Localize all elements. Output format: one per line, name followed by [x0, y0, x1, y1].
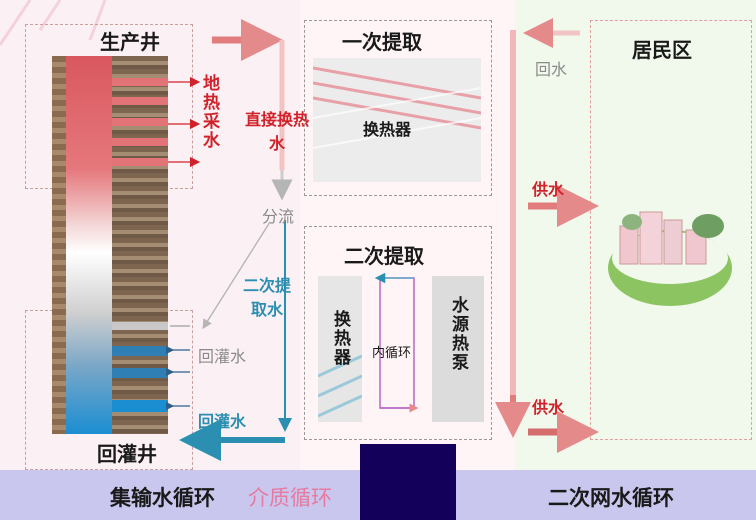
split-label: 分流	[262, 207, 295, 226]
reinjection-blue-label: 回灌水	[198, 412, 247, 431]
reinjection-well-title: 回灌井	[97, 442, 157, 466]
residential-box	[590, 20, 752, 440]
direct-exchange-label: 直接换热水	[242, 108, 312, 156]
gray-reinjection-arrow	[202, 221, 271, 330]
return-label: 回水	[535, 60, 568, 79]
secondary-extraction-box	[304, 226, 492, 440]
slot-blue-2	[112, 368, 168, 378]
banner-label-left: 集输水循环	[110, 486, 215, 510]
banner-label-right: 二次网水循环	[548, 486, 674, 510]
heat-pump-graphic	[432, 276, 484, 422]
rock-strata-left	[52, 56, 66, 434]
slot-blue-3	[112, 400, 168, 412]
supply-label-bottom: 供水	[532, 398, 565, 417]
banner-label-mid: 介质循环	[248, 486, 332, 510]
reinjection-gray-label: 回灌水	[198, 347, 247, 366]
heat-pump-label: 水源热泵	[448, 296, 468, 372]
primary-exchanger-label: 换热器	[363, 120, 412, 139]
slot-red-4	[112, 138, 168, 146]
banner-glitch-block	[360, 444, 456, 520]
secondary-exchanger-label: 换热器	[330, 310, 350, 367]
inner-loop-label: 内循环	[372, 346, 412, 361]
sample-label: 地热采水	[199, 74, 219, 150]
secondary-water-label: 二次提取水	[236, 274, 298, 322]
slot-red-2	[112, 97, 168, 105]
secondary-extraction-title: 二次提取	[344, 244, 424, 268]
residential-title: 居民区	[632, 38, 692, 62]
slot-blue-1	[112, 346, 168, 356]
primary-exchanger-graphic	[313, 58, 481, 182]
well-bore	[66, 56, 112, 434]
direct-exchange-text: 直接换热水	[244, 110, 309, 153]
slot-gray-1	[112, 322, 168, 330]
slot-red-3	[112, 118, 168, 126]
slot-red-1	[112, 78, 168, 86]
primary-extraction-box	[304, 20, 492, 196]
decorative-strokes	[0, 0, 107, 46]
supply-label-top: 供水	[532, 180, 565, 199]
slot-red-5	[112, 158, 168, 166]
residential-illustration	[600, 196, 740, 306]
production-well-title: 生产井	[100, 30, 160, 54]
primary-extraction-title: 一次提取	[342, 30, 422, 54]
secondary-exchanger-graphic	[318, 276, 362, 422]
secondary-water-text: 二次提取水	[242, 276, 291, 319]
